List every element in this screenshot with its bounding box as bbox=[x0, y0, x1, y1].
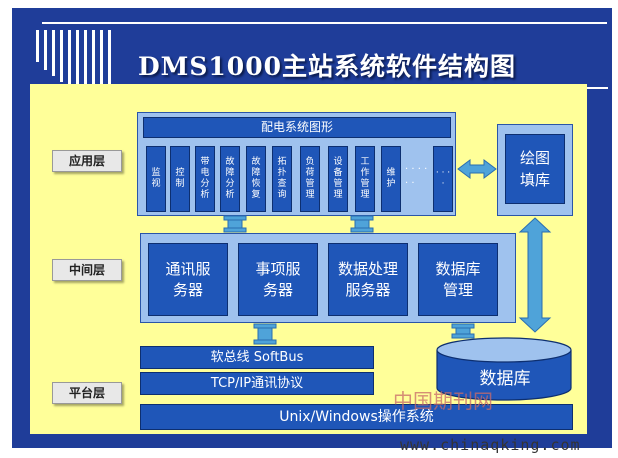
module-maintenance: 维护 bbox=[381, 146, 401, 212]
module-fault-analysis: 故障分析 bbox=[220, 146, 240, 212]
stripe bbox=[52, 30, 55, 76]
stripe bbox=[76, 30, 79, 88]
module-work-management: 工作管理 bbox=[355, 146, 375, 212]
stripe bbox=[36, 30, 39, 62]
stripe bbox=[44, 30, 47, 70]
module-load-management: 负荷管理 bbox=[300, 146, 320, 212]
stripe bbox=[60, 30, 63, 82]
watermark-url: www.chinaqking.com bbox=[400, 436, 581, 454]
module-control: 控制 bbox=[170, 146, 190, 212]
database-management-box: 数据库管理 bbox=[418, 243, 498, 316]
module-fault-recovery: 故障恢复 bbox=[246, 146, 266, 212]
watermark-cn: 中国期刊网 bbox=[393, 389, 493, 413]
stripe bbox=[92, 30, 95, 88]
tcpip-bar: TCP/IP通讯协议 bbox=[140, 372, 374, 395]
module-monitor: 监视 bbox=[146, 146, 166, 212]
stripe bbox=[84, 30, 87, 88]
layer-label-application: 应用层 bbox=[52, 150, 122, 172]
layer-label-platform: 平台层 bbox=[52, 382, 122, 404]
module-more: · · · · bbox=[433, 146, 453, 212]
os-bar: Unix/Windows操作系统 bbox=[140, 404, 573, 430]
distribution-graphics-header: 配电系统图形 bbox=[143, 117, 451, 138]
database-label: 数据库 bbox=[479, 369, 531, 389]
graphics-fill-box: 绘图填库 bbox=[505, 134, 565, 204]
stripe bbox=[68, 30, 71, 86]
stripe bbox=[108, 30, 111, 88]
softbus-bar: 软总线 SoftBus bbox=[140, 346, 374, 369]
module-topology-query: 拓扑查询 bbox=[272, 146, 292, 212]
stripe bbox=[100, 30, 103, 88]
event-server-box: 事项服务器 bbox=[238, 243, 318, 316]
module-equipment-management: 设备管理 bbox=[328, 146, 348, 212]
data-processing-server-box: 数据处理服务器 bbox=[328, 243, 408, 316]
module-live-analysis: 带电分析 bbox=[195, 146, 215, 212]
page-title: DMS1000主站系统软件结构图 bbox=[138, 52, 516, 81]
layer-label-middle: 中间层 bbox=[52, 259, 122, 281]
modules-ellipsis: . . . . . . bbox=[405, 161, 428, 186]
comm-server-box: 通讯服务器 bbox=[148, 243, 228, 316]
top-rule bbox=[42, 22, 607, 24]
